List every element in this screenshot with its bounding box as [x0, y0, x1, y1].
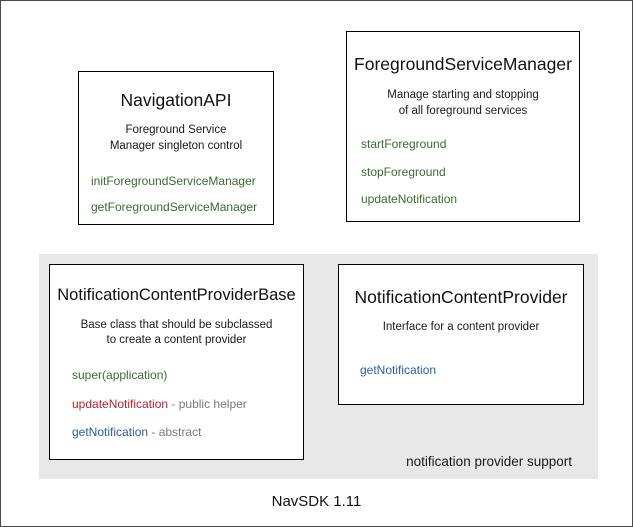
class-box-notification-content-provider-base[interactable]: NotificationContentProviderBase Base cla… — [49, 264, 304, 460]
class-box-foreground-service-manager[interactable]: ForegroundServiceManager Manage starting… — [346, 31, 580, 222]
method-row[interactable]: initForegroundServiceManager — [91, 174, 273, 190]
method-name: updateNotification — [361, 192, 458, 207]
class-description: Foreground Service Manager singleton con… — [79, 123, 273, 154]
class-box-notification-content-provider[interactable]: NotificationContentProvider Interface fo… — [338, 264, 584, 405]
method-list: startForeground stopForeground updateNot… — [347, 137, 579, 208]
method-name: stopForeground — [361, 164, 446, 179]
class-description-line: Manage starting and stopping — [387, 89, 539, 102]
method-row[interactable]: updateNotification — [361, 192, 579, 208]
method-list: super(application) updateNotification - … — [50, 368, 303, 441]
method-name: updateNotification — [72, 396, 169, 411]
method-name: getNotification — [72, 425, 149, 440]
class-description-line: Interface for a content provider — [382, 321, 540, 334]
footer-version-label: NavSDK 1.11 — [271, 493, 362, 510]
method-row[interactable]: stopForeground — [361, 165, 579, 181]
class-description-line: of all foreground services — [398, 104, 528, 117]
class-description-line: Foreground Service — [125, 124, 227, 137]
method-row[interactable]: super(application) — [72, 368, 303, 384]
class-title: NotificationContentProviderBase — [57, 286, 296, 304]
method-list: initForegroundServiceManager getForegrou… — [79, 174, 273, 215]
class-title: NotificationContentProvider — [354, 287, 568, 307]
method-list: getNotification — [339, 363, 583, 379]
method-row[interactable]: getNotification - abstract — [72, 425, 303, 441]
method-row[interactable]: updateNotification - public helper — [72, 397, 303, 413]
class-description-line: Manager singleton control — [109, 139, 243, 152]
method-name: super(application) — [72, 368, 168, 382]
class-description: Interface for a content provider — [339, 320, 583, 336]
method-name: getNotification — [360, 362, 437, 377]
method-row[interactable]: startForeground — [361, 137, 579, 153]
group-panel-label: notification provider support — [406, 454, 572, 469]
method-row[interactable]: getNotification — [360, 363, 583, 379]
method-name: startForeground — [361, 137, 447, 152]
class-title: ForegroundServiceManager — [354, 54, 572, 74]
class-title: NavigationAPI — [120, 90, 232, 110]
class-description: Base class that should be subclassed to … — [50, 318, 303, 349]
class-description: Manage starting and stopping of all fore… — [347, 88, 579, 119]
method-name: initForegroundServiceManager — [91, 174, 256, 189]
method-note: - public helper — [168, 396, 247, 411]
method-row[interactable]: getForegroundServiceManager — [91, 200, 273, 216]
class-description-line: Base class that should be subclassed — [80, 318, 273, 331]
class-description-line: to create a content provider — [106, 334, 247, 347]
method-note: - abstract — [148, 425, 202, 440]
method-name: getForegroundServiceManager — [91, 199, 258, 214]
class-box-navigation-api[interactable]: NavigationAPI Foreground Service Manager… — [78, 71, 274, 225]
